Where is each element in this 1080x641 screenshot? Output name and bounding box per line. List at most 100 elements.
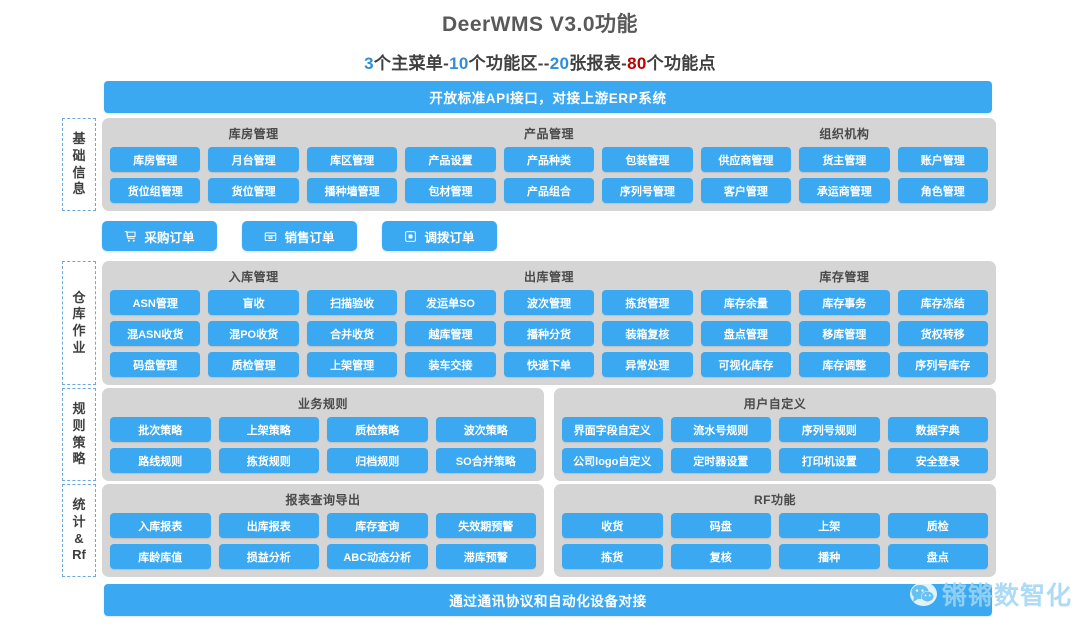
- function-button[interactable]: 序列号规则: [779, 417, 880, 442]
- function-button[interactable]: 移库管理: [799, 321, 890, 346]
- function-button[interactable]: 库存冻结: [897, 290, 988, 315]
- function-button[interactable]: 打印机设置: [779, 448, 880, 473]
- section-tab-char: 基: [72, 131, 86, 147]
- function-button[interactable]: 盘点: [887, 544, 988, 569]
- function-button[interactable]: 质检策略: [327, 417, 428, 442]
- section-tab-char: &: [74, 530, 84, 546]
- function-group: 库房管理库房管理月台管理库区管理货位组管理货位管理播种墙管理: [110, 123, 398, 203]
- function-button[interactable]: 拣货规则: [218, 448, 319, 473]
- function-button[interactable]: 播种: [779, 544, 880, 569]
- function-button[interactable]: 码盘: [670, 513, 771, 538]
- function-button[interactable]: 序列号管理: [602, 178, 693, 203]
- function-button[interactable]: 定时器设置: [670, 448, 771, 473]
- function-button[interactable]: 数据字典: [887, 417, 988, 442]
- function-button[interactable]: 产品设置: [405, 147, 496, 172]
- function-button[interactable]: 播种墙管理: [306, 178, 398, 203]
- function-button[interactable]: 批次策略: [110, 417, 211, 442]
- function-button[interactable]: 产品组合: [503, 178, 595, 203]
- function-button[interactable]: 装车交接: [405, 352, 496, 377]
- function-button[interactable]: 界面字段自定义: [562, 417, 663, 442]
- function-button[interactable]: 角色管理: [897, 178, 988, 203]
- subtitle-part: 20: [549, 54, 570, 73]
- section-tab-char: 计: [72, 513, 86, 529]
- function-button[interactable]: 扫描验收: [306, 290, 398, 315]
- function-button[interactable]: 混PO收货: [208, 321, 299, 346]
- function-button[interactable]: 盲收: [208, 290, 299, 315]
- function-button[interactable]: 上架管理: [306, 352, 398, 377]
- function-button[interactable]: 公司logo自定义: [562, 448, 663, 473]
- function-button[interactable]: 装箱复核: [602, 321, 693, 346]
- order-button[interactable]: 调拨订单: [382, 221, 497, 251]
- function-button[interactable]: 库存事务: [799, 290, 890, 315]
- function-button[interactable]: 流水号规则: [670, 417, 771, 442]
- function-panel: 用户自定义界面字段自定义流水号规则序列号规则数据字典公司logo自定义定时器设置…: [554, 388, 996, 481]
- function-button[interactable]: 异常处理: [602, 352, 693, 377]
- function-button[interactable]: 库房管理: [110, 147, 201, 172]
- function-button[interactable]: 承运商管理: [799, 178, 890, 203]
- section-tab-char: 作: [72, 323, 86, 338]
- page-subtitle: 3个主菜单-10个功能区--20张报表-80个功能点: [0, 49, 1080, 74]
- function-button[interactable]: 货位组管理: [110, 178, 201, 203]
- function-button[interactable]: ASN管理: [110, 290, 201, 315]
- section-tab: 仓库作业: [62, 261, 96, 385]
- function-button[interactable]: 货位管理: [208, 178, 299, 203]
- function-button[interactable]: 货主管理: [799, 147, 890, 172]
- function-button[interactable]: 越库管理: [405, 321, 496, 346]
- function-button[interactable]: 库存余量: [700, 290, 792, 315]
- function-button[interactable]: 包材管理: [405, 178, 496, 203]
- group-title: 用户自定义: [743, 397, 807, 411]
- function-group: 用户自定义界面字段自定义流水号规则序列号规则数据字典公司logo自定义定时器设置…: [562, 393, 988, 473]
- function-button[interactable]: 库龄库值: [110, 544, 211, 569]
- function-button[interactable]: 库区管理: [306, 147, 398, 172]
- function-button[interactable]: 归档规则: [327, 448, 428, 473]
- function-button[interactable]: 拣货管理: [602, 290, 693, 315]
- function-button[interactable]: 序列号库存: [897, 352, 988, 377]
- function-button[interactable]: 库存调整: [799, 352, 890, 377]
- function-button[interactable]: 快递下单: [503, 352, 595, 377]
- function-button[interactable]: 质检: [887, 513, 988, 538]
- function-button[interactable]: 账户管理: [897, 147, 988, 172]
- order-button[interactable]: 采购订单: [102, 221, 217, 251]
- function-button[interactable]: ABC动态分析: [327, 544, 428, 569]
- function-button[interactable]: 拣货: [562, 544, 663, 569]
- function-button[interactable]: 合并收货: [306, 321, 398, 346]
- function-button[interactable]: 月台管理: [208, 147, 299, 172]
- function-button[interactable]: 入库报表: [110, 513, 211, 538]
- function-button[interactable]: 复核: [670, 544, 771, 569]
- function-button[interactable]: 产品种类: [503, 147, 595, 172]
- order-button[interactable]: 销售订单: [242, 221, 357, 251]
- function-button[interactable]: 盘点管理: [700, 321, 792, 346]
- function-button[interactable]: 质检管理: [208, 352, 299, 377]
- section-tab-char: 略: [72, 451, 86, 467]
- function-button[interactable]: 安全登录: [887, 448, 988, 473]
- function-button[interactable]: SO合并策略: [435, 448, 536, 473]
- function-button[interactable]: 收货: [562, 513, 663, 538]
- function-button[interactable]: 库存查询: [327, 513, 428, 538]
- function-button[interactable]: 滞库预警: [435, 544, 536, 569]
- function-button[interactable]: 码盘管理: [110, 352, 201, 377]
- function-button[interactable]: 客户管理: [700, 178, 792, 203]
- function-button[interactable]: 出库报表: [218, 513, 319, 538]
- section-tab: 规则策略: [62, 388, 96, 481]
- function-button[interactable]: 上架策略: [218, 417, 319, 442]
- function-button[interactable]: 可视化库存: [700, 352, 792, 377]
- function-button[interactable]: 路线规则: [110, 448, 211, 473]
- function-button[interactable]: 包装管理: [602, 147, 693, 172]
- function-button[interactable]: 货权转移: [897, 321, 988, 346]
- function-button[interactable]: 失效期预警: [435, 513, 536, 538]
- section-tab-char: 息: [72, 181, 86, 197]
- function-button[interactable]: 混ASN收货: [110, 321, 201, 346]
- function-button[interactable]: 波次策略: [435, 417, 536, 442]
- function-button[interactable]: 波次管理: [503, 290, 595, 315]
- function-button[interactable]: 上架: [779, 513, 880, 538]
- function-button[interactable]: 发运单SO: [405, 290, 496, 315]
- function-button[interactable]: 播种分货: [503, 321, 595, 346]
- box-icon: [264, 230, 277, 243]
- function-button[interactable]: 损益分析: [218, 544, 319, 569]
- function-button[interactable]: 供应商管理: [700, 147, 792, 172]
- group-button-grid: 收货码盘上架质检拣货复核播种盘点: [562, 513, 988, 569]
